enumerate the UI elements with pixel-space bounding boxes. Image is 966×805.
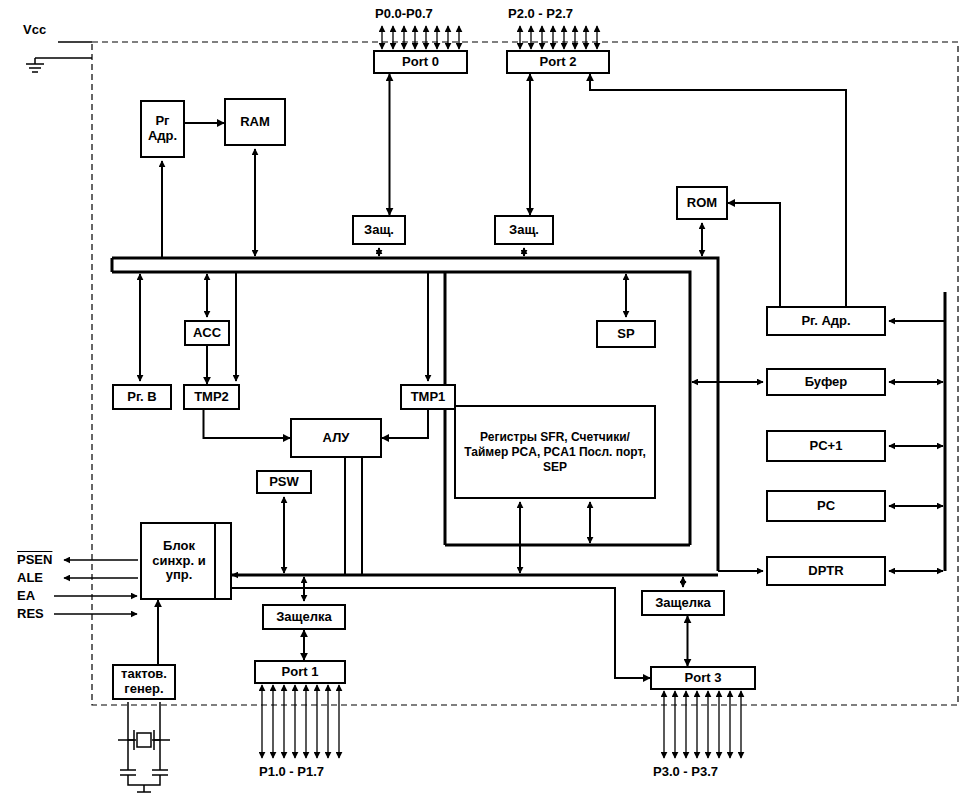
block-label: RAM xyxy=(240,115,270,130)
block-label: Port 1 xyxy=(282,665,319,680)
bus-connector xyxy=(529,74,531,215)
psw-register: PSW xyxy=(256,470,312,494)
bus-connector xyxy=(185,122,224,124)
alu-block: АЛУ xyxy=(290,418,382,458)
block-label: АЛУ xyxy=(323,431,350,446)
latch-box: Защелка xyxy=(641,590,725,616)
control-strip xyxy=(214,524,230,598)
block-label: Буфер xyxy=(805,375,848,390)
bus-taps xyxy=(140,149,945,601)
block-label: Port 0 xyxy=(402,55,439,70)
latch-box: Защ. xyxy=(494,215,554,245)
block-label: PC+1 xyxy=(810,439,843,454)
temp-register: TMP1 xyxy=(400,384,456,410)
sfr-block: Регистры SFR, Счетчики/Таймер PCA, PCA1 … xyxy=(454,405,656,499)
pin-group: P2.0 - P2.7 xyxy=(507,6,574,21)
pin-group: P0.0-P0.7 xyxy=(374,6,434,21)
block-label: тактов. генер. xyxy=(117,667,171,697)
address-register: Рг. Адр. xyxy=(766,306,886,336)
block-label: Port 2 xyxy=(540,55,577,70)
bus-connector xyxy=(389,74,391,215)
address-register: Рг Адр. xyxy=(140,100,185,158)
block-label: Защ. xyxy=(509,223,539,238)
latch-box: Защелка xyxy=(262,604,346,630)
ram-block: RAM xyxy=(224,98,286,146)
stack-pointer: SP xyxy=(596,320,656,348)
port-box: Port 1 xyxy=(254,660,346,684)
pc-register: PC+1 xyxy=(766,430,886,462)
bus-connector xyxy=(303,630,305,660)
block-label: Рг Адр. xyxy=(145,114,180,144)
clock-generator: тактов. генер. xyxy=(112,664,176,700)
latch-box: Защ. xyxy=(352,215,406,245)
port-box: Port 3 xyxy=(650,666,756,690)
block-label: PC xyxy=(817,499,835,514)
signal-name: EA xyxy=(16,588,36,603)
bus-connector xyxy=(157,600,159,664)
block-label: TMP1 xyxy=(411,390,446,405)
register-b: Рг. В xyxy=(112,384,172,410)
block-label: ROM xyxy=(687,196,717,211)
signal-name: ALE xyxy=(16,570,44,585)
block-label: Port 3 xyxy=(685,671,722,686)
power-pin: Vcc xyxy=(22,22,47,37)
block-label: PSW xyxy=(269,475,299,490)
block-label: Защ. xyxy=(364,223,394,238)
pc-register: PC xyxy=(766,490,886,522)
block-label: Рг. В xyxy=(127,390,156,405)
signal-name: RES xyxy=(16,606,45,621)
port-box: Port 0 xyxy=(373,50,468,74)
rom-block: ROM xyxy=(676,186,728,220)
dptr-register: DPTR xyxy=(766,556,886,586)
bus-connector xyxy=(728,203,780,306)
accumulator: ACC xyxy=(184,320,230,346)
block-label: DPTR xyxy=(808,564,843,579)
block-label: Защелка xyxy=(276,610,332,625)
pin-group: P1.0 - P1.7 xyxy=(258,764,325,779)
bus-connector xyxy=(204,410,291,438)
temp-register: TMP2 xyxy=(183,384,240,410)
control-unit: Блок синхр. и упр. xyxy=(140,522,232,600)
block-label: Регистры SFR, Счетчики/Таймер PCA, PCA1 … xyxy=(459,430,651,475)
signal-name: PSEN xyxy=(16,552,53,567)
block-label: ACC xyxy=(193,326,221,341)
block-label: Рг. Адр. xyxy=(801,314,850,329)
block-label: SP xyxy=(617,327,634,342)
bus-connector xyxy=(590,74,846,306)
power-pins xyxy=(26,42,92,72)
bus-connector xyxy=(206,346,208,384)
block-label: Защелка xyxy=(655,596,711,611)
control-pins xyxy=(54,560,138,614)
block-label: TMP2 xyxy=(194,390,229,405)
crystal-symbol xyxy=(118,702,170,792)
buffer-register: Буфер xyxy=(766,368,886,396)
port-pins xyxy=(262,26,741,758)
internal-bus xyxy=(112,258,945,575)
bus-connector xyxy=(382,410,428,438)
pin-group: P3.0 - P3.7 xyxy=(652,764,719,779)
port-box: Port 2 xyxy=(506,50,610,74)
bus-connector xyxy=(687,616,689,666)
chip-boundary xyxy=(92,42,958,705)
block-label: Блок синхр. и упр. xyxy=(145,539,213,584)
